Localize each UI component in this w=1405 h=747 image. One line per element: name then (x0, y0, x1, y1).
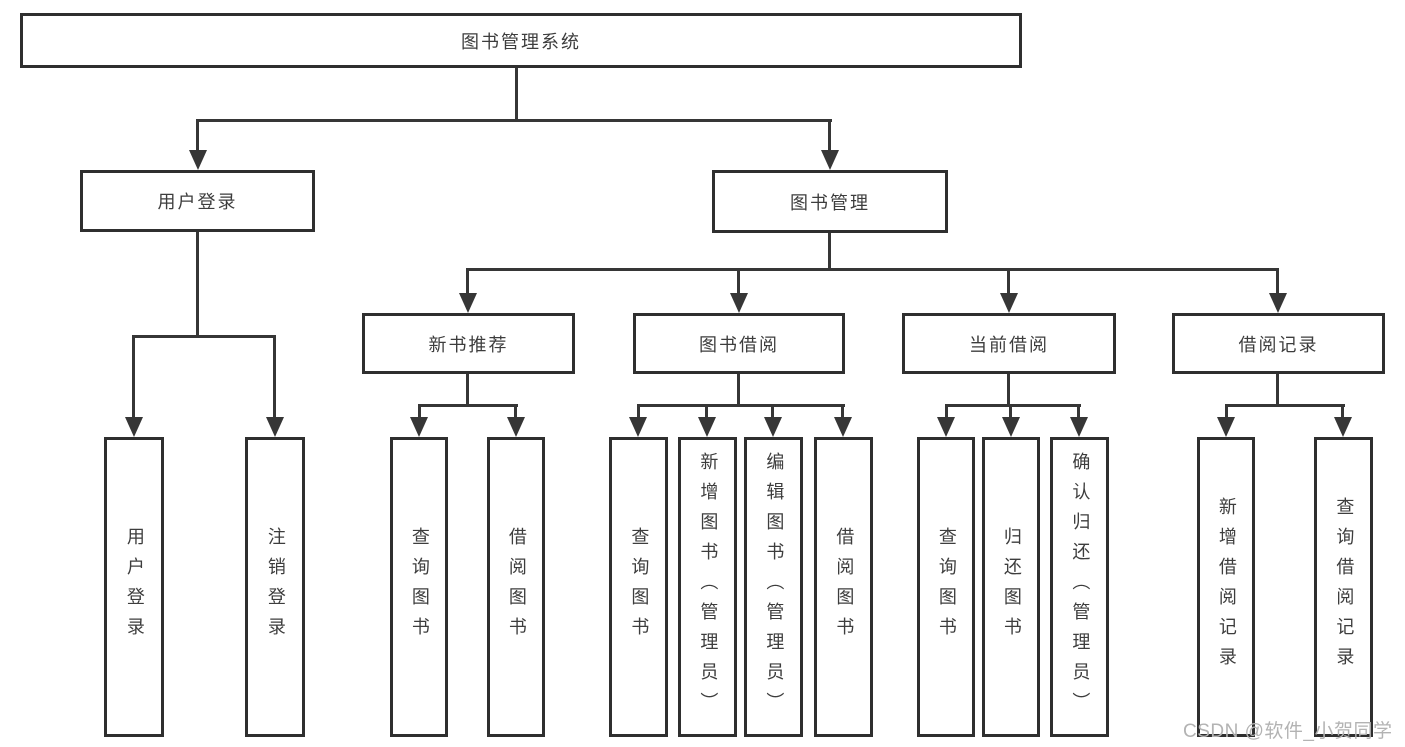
node-user-login-label: 用户登录 (157, 192, 238, 212)
arrowhead-icon (937, 417, 955, 437)
arrowhead-icon (1217, 417, 1235, 437)
connector-line (466, 268, 1279, 271)
connector-line (466, 374, 469, 405)
leaf-borrow-edit: 编辑图书（管理员） (744, 437, 803, 737)
node-root: 图书管理系统 (20, 13, 1022, 68)
leaf-borrow-edit-label: 编辑图书（管理员） (764, 452, 785, 722)
connector-line (418, 404, 518, 407)
connector-line (737, 374, 740, 405)
connector-line (841, 407, 844, 419)
node-current-borrow: 当前借阅 (902, 313, 1116, 374)
connector-line (514, 407, 517, 419)
arrowhead-icon (1269, 293, 1287, 313)
leaf-record-add: 新增借阅记录 (1197, 437, 1255, 737)
leaf-borrow-query-label: 查询图书 (629, 527, 650, 647)
arrowhead-icon (125, 417, 143, 437)
connector-line (196, 119, 832, 122)
connector-line (1009, 407, 1012, 419)
arrowhead-icon (1334, 417, 1352, 437)
leaf-current-confirm-label: 确认归还（管理员） (1070, 452, 1091, 722)
leaf-record-add-label: 新增借阅记录 (1216, 497, 1237, 677)
arrowhead-icon (266, 417, 284, 437)
arrowhead-icon (507, 417, 525, 437)
arrowhead-icon (1000, 293, 1018, 313)
csdn-watermark: CSDN @软件_小贺同学 (1183, 721, 1393, 742)
connector-line (1341, 407, 1344, 419)
node-new-book-rec-label: 新书推荐 (428, 334, 509, 355)
connector-line (1276, 271, 1279, 295)
leaf-newbook-query: 查询图书 (390, 437, 448, 737)
leaf-user-login-label: 用户登录 (124, 527, 145, 647)
node-borrow-record-label: 借阅记录 (1238, 334, 1319, 355)
arrowhead-icon (764, 417, 782, 437)
connector-line (1007, 374, 1010, 405)
node-book-mgmt-label: 图书管理 (790, 192, 870, 213)
leaf-current-return-label: 归还图书 (1001, 527, 1022, 647)
leaf-borrow-query: 查询图书 (609, 437, 668, 737)
arrowhead-icon (1070, 417, 1088, 437)
node-current-borrow-label: 当前借阅 (969, 334, 1049, 355)
leaf-current-query: 查询图书 (917, 437, 975, 737)
connector-line (945, 407, 948, 419)
connector-line (466, 271, 469, 295)
connector-line (132, 338, 135, 418)
connector-line (945, 404, 1081, 407)
leaf-record-query-label: 查询借阅记录 (1334, 497, 1355, 677)
arrowhead-icon (698, 417, 716, 437)
leaf-current-confirm: 确认归还（管理员） (1050, 437, 1109, 737)
connector-line (705, 407, 708, 419)
node-borrow-record: 借阅记录 (1172, 313, 1385, 374)
leaf-record-query: 查询借阅记录 (1314, 437, 1373, 737)
leaf-borrow-add: 新增图书（管理员） (678, 437, 737, 737)
leaf-logout-label: 注销登录 (265, 527, 286, 647)
leaf-borrow-borrow: 借阅图书 (814, 437, 873, 737)
leaf-current-return: 归还图书 (982, 437, 1040, 737)
leaf-logout: 注销登录 (245, 437, 305, 737)
connector-line (737, 271, 740, 295)
connector-line (828, 232, 831, 270)
arrowhead-icon (459, 293, 477, 313)
connector-line (132, 335, 276, 338)
connector-line (1007, 271, 1010, 295)
connector-line (196, 232, 199, 337)
leaf-user-login: 用户登录 (104, 437, 164, 737)
node-new-book-rec: 新书推荐 (362, 313, 575, 374)
connector-line (828, 122, 831, 152)
node-root-label: 图书管理系统 (461, 31, 581, 52)
connector-line (637, 407, 640, 419)
connector-line (273, 338, 276, 418)
node-book-mgmt: 图书管理 (712, 170, 948, 233)
connector-line (418, 407, 421, 419)
arrowhead-icon (821, 150, 839, 170)
node-book-borrow-label: 图书借阅 (699, 334, 779, 355)
arrowhead-icon (410, 417, 428, 437)
leaf-newbook-borrow-label: 借阅图书 (506, 527, 527, 647)
connector-line (1077, 407, 1080, 419)
leaf-current-query-label: 查询图书 (936, 527, 957, 647)
leaf-newbook-query-label: 查询图书 (409, 527, 430, 647)
node-user-login: 用户登录 (80, 170, 315, 232)
arrowhead-icon (189, 150, 207, 170)
node-book-borrow: 图书借阅 (633, 313, 845, 374)
connector-line (637, 404, 845, 407)
arrowhead-icon (834, 417, 852, 437)
leaf-borrow-add-label: 新增图书（管理员） (698, 452, 719, 722)
connector-line (771, 407, 774, 419)
connector-line (196, 122, 199, 152)
connector-line (1225, 404, 1345, 407)
leaf-newbook-borrow: 借阅图书 (487, 437, 545, 737)
leaf-borrow-borrow-label: 借阅图书 (834, 527, 855, 647)
arrowhead-icon (1002, 417, 1020, 437)
connector-line (515, 68, 518, 121)
connector-line (1276, 374, 1279, 405)
arrowhead-icon (730, 293, 748, 313)
arrowhead-icon (629, 417, 647, 437)
connector-line (1225, 407, 1228, 419)
